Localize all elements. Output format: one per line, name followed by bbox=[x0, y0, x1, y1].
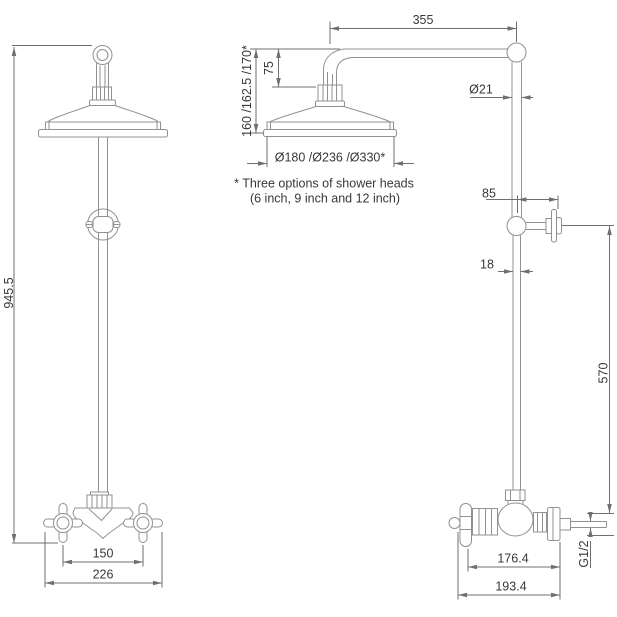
valve-front bbox=[43, 491, 163, 543]
dim-valve-overall-depth: 193.4 bbox=[495, 580, 526, 594]
extension-lines bbox=[12, 21, 614, 600]
side-cross-handle bbox=[459, 503, 472, 547]
dim-arm-to-head-top: 75 bbox=[262, 61, 276, 75]
riser-pipe-side bbox=[506, 42, 527, 490]
dim-riser-upper-diameter: Ø21 bbox=[469, 83, 493, 97]
dim-handle-centres: 150 bbox=[93, 547, 114, 561]
dim-arm-reach: 355 bbox=[413, 13, 434, 27]
shower-arm-side bbox=[323, 48, 508, 85]
shower-arm-front bbox=[92, 45, 113, 87]
dimension-annotations: 945.5 355 160 /162.5 /170* 75 Ø180 /Ø236… bbox=[2, 13, 614, 600]
riser-pipe-front bbox=[98, 137, 108, 495]
dim-outlet-thread: G1/2 bbox=[577, 540, 591, 567]
shower-head-side bbox=[263, 84, 397, 137]
wall-bracket-front bbox=[85, 208, 121, 241]
note-line-2: (6 inch, 9 inch and 12 inch) bbox=[250, 192, 400, 206]
dim-riser-lower-diameter: 18 bbox=[480, 258, 494, 272]
dim-head-drop: 160 /162.5 /170* bbox=[240, 45, 254, 137]
wall-bracket-side bbox=[506, 209, 562, 243]
dim-wall-bracket-offset: 85 bbox=[482, 187, 496, 201]
dim-bracket-to-outlet: 570 bbox=[597, 363, 611, 384]
dim-valve-to-wall: 176.4 bbox=[497, 552, 528, 566]
front-view bbox=[38, 45, 168, 543]
dim-overall-height: 945.5 bbox=[2, 277, 16, 308]
dim-head-diameters: Ø180 /Ø236 /Ø330* bbox=[275, 151, 386, 165]
side-view bbox=[263, 42, 607, 547]
shower-head-front bbox=[38, 86, 168, 138]
note-line-1: * Three options of shower heads bbox=[234, 177, 414, 191]
valve-side bbox=[448, 489, 607, 547]
outlet-pipe bbox=[570, 521, 607, 528]
dim-valve-overall-width: 226 bbox=[93, 568, 114, 582]
